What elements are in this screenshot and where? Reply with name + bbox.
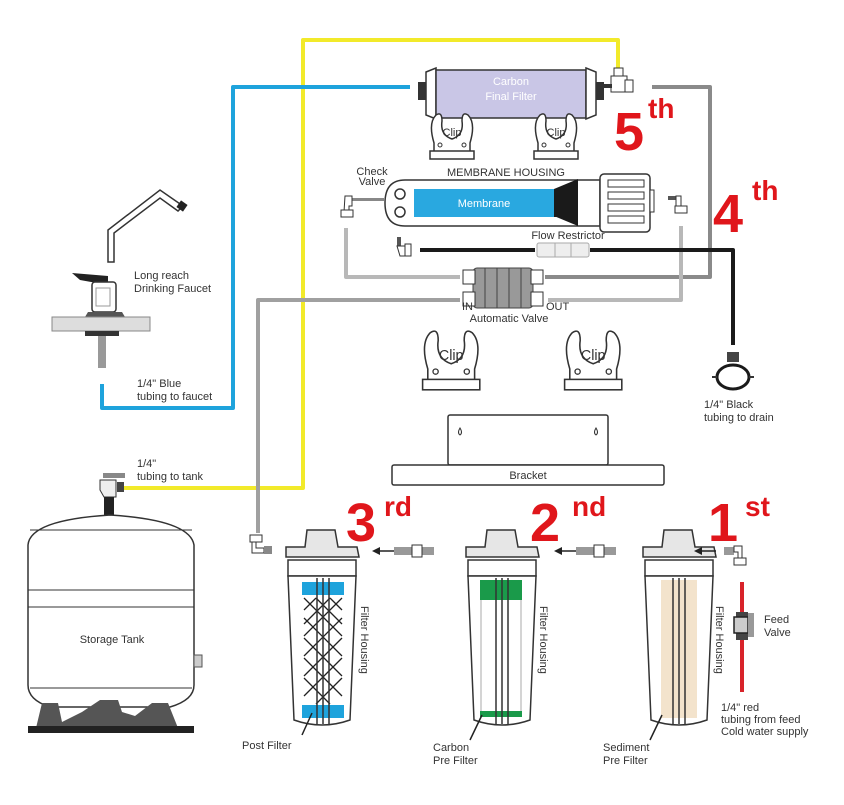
carbon-pre-filter-housing <box>465 529 540 726</box>
svg-text:3: 3 <box>346 493 376 553</box>
connector-arrow-icon <box>372 544 434 558</box>
clip-label: Clip <box>581 348 606 364</box>
red-tubing-label-1: 1/4" red <box>721 702 759 714</box>
black-tubing-label-2: tubing to drain <box>704 412 774 424</box>
pointer-arrow <box>649 714 663 741</box>
membrane-housing: MEMBRANE HOUSING Membrane <box>384 167 655 233</box>
valve-in-label: IN <box>462 301 473 313</box>
blue-tubing-label-1: 1/4" Blue <box>137 378 181 390</box>
clip-label: Clip <box>547 127 566 139</box>
black-tubing-label-1: 1/4" Black <box>704 399 754 411</box>
faucet-label-2: Drinking Faucet <box>134 283 211 295</box>
clip-icon: Clip <box>421 330 481 391</box>
pointer-arrow <box>301 712 313 736</box>
feed-valve-label-2: Valve <box>764 627 791 639</box>
post-filter-housing <box>285 529 360 726</box>
clip-label: Clip <box>439 348 464 364</box>
filter-housing-label: Filter Housing <box>537 606 549 674</box>
svg-text:5: 5 <box>614 102 644 162</box>
svg-text:th: th <box>648 93 674 124</box>
tank-valve-icon <box>99 473 125 515</box>
final-filter-label-1: Carbon <box>493 76 529 88</box>
sediment-pre-filter-housing <box>642 529 717 726</box>
check-valve-label-2: Valve <box>359 176 386 188</box>
sediment-label-2: Pre Filter <box>603 755 648 767</box>
stage-5-label: 5 th <box>614 93 674 162</box>
tank-tubing-label-2: tubing to tank <box>137 471 204 483</box>
svg-text:1: 1 <box>708 493 738 553</box>
membrane-label: Membrane <box>458 198 511 210</box>
post-filter-label: Post Filter <box>242 740 292 752</box>
clip-icon: Clip <box>563 330 623 391</box>
drinking-faucet-icon <box>51 189 188 368</box>
light-gray-tube-membrane-in <box>344 228 460 279</box>
clip-label: Clip <box>443 127 462 139</box>
tee-fitting-icon <box>604 67 634 93</box>
flow-restrictor-icon <box>536 242 590 258</box>
carbon-final-filter: Carbon Final Filter <box>418 66 604 121</box>
stage-4-label: 4 th <box>713 175 778 244</box>
carbon-pre-label-1: Carbon <box>433 742 469 754</box>
svg-text:4: 4 <box>713 184 743 244</box>
sediment-label-1: Sediment <box>603 742 649 754</box>
check-valve-label-1: Check <box>356 166 388 178</box>
elbow-fitting-icon <box>249 534 272 554</box>
storage-tank-label: Storage Tank <box>80 634 145 646</box>
storage-tank: Storage Tank <box>27 514 203 733</box>
filter-housing-label: Filter Housing <box>358 606 370 674</box>
svg-text:2: 2 <box>530 493 560 553</box>
red-tubing-label-3: Cold water supply <box>721 726 809 738</box>
tank-tubing-label-1: 1/4" <box>137 458 156 470</box>
pointer-arrow <box>469 714 483 741</box>
faucet-label-1: Long reach <box>134 270 189 282</box>
clip-icon: Clip <box>429 113 475 160</box>
connector-arrow-icon <box>554 544 616 558</box>
filter-housing-label: Filter Housing <box>713 606 725 674</box>
blue-tube-to-faucet <box>100 85 410 410</box>
flow-restrictor-label: Flow Restrictor <box>531 230 605 242</box>
automatic-valve-icon <box>462 267 544 309</box>
red-tubing-label-2: tubing from feed <box>721 714 801 726</box>
carbon-pre-label-2: Pre Filter <box>433 755 478 767</box>
valve-out-label: OUT <box>546 301 570 313</box>
yellow-tube-to-tank <box>120 38 620 490</box>
elbow-fitting-icon <box>668 195 688 214</box>
clip-icon: Clip <box>533 113 579 160</box>
gray-tube-final-to-valve <box>545 85 712 279</box>
black-tube-to-drain <box>420 248 735 345</box>
check-valve-icon <box>340 195 384 218</box>
gray-tube-post-to-valve <box>256 298 460 533</box>
membrane-housing-label: MEMBRANE HOUSING <box>447 167 565 179</box>
inlet-arrow-icon <box>694 545 747 566</box>
feed-valve-icon <box>733 612 754 640</box>
bracket: Bracket <box>391 414 665 486</box>
blue-tubing-label-2: tubing to faucet <box>137 391 212 403</box>
svg-text:th: th <box>752 175 778 206</box>
stage-1-label: 1 st <box>708 491 770 553</box>
svg-text:rd: rd <box>384 491 412 522</box>
bracket-label: Bracket <box>509 470 546 482</box>
drain-saddle-icon <box>712 352 754 391</box>
svg-text:nd: nd <box>572 491 606 522</box>
stage-3-label: 3 rd <box>346 491 412 553</box>
final-filter-label-2: Final Filter <box>485 91 537 103</box>
stage-2-label: 2 nd <box>530 491 606 553</box>
automatic-valve-label: Automatic Valve <box>470 313 549 325</box>
feed-valve-label-1: Feed <box>764 614 789 626</box>
elbow-fitting-icon <box>396 237 412 257</box>
svg-text:st: st <box>745 491 770 522</box>
